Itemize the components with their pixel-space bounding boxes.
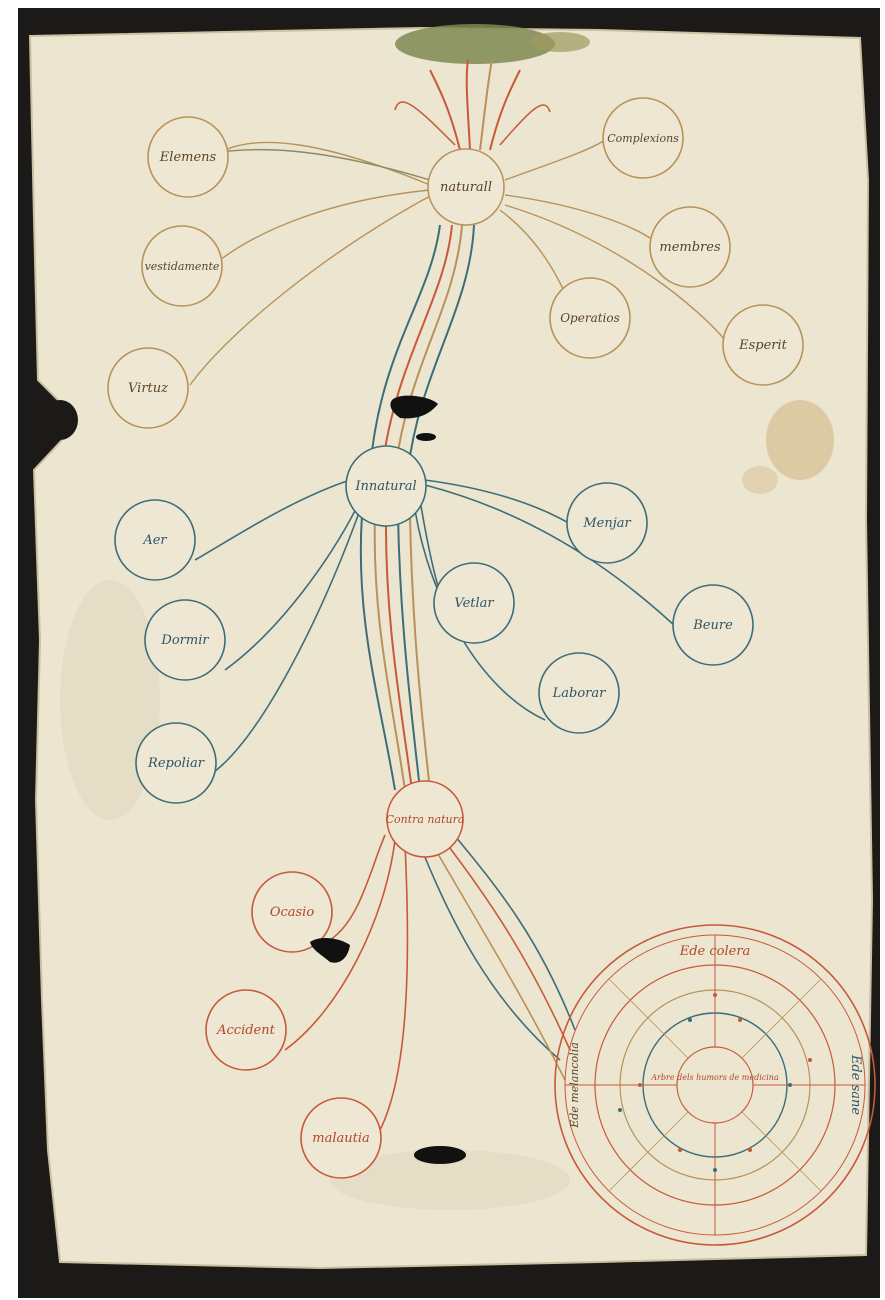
label-repoliar: Repoliar bbox=[147, 756, 205, 771]
label-esperit: Esperit bbox=[738, 338, 788, 353]
label-laborar: Laborar bbox=[552, 686, 606, 701]
label-virtuz: Virtuz bbox=[128, 381, 168, 396]
label-accident: Accident bbox=[216, 1023, 275, 1038]
wheel-top-label: Ede colera bbox=[679, 944, 751, 959]
label-ocasio: Ocasio bbox=[270, 905, 315, 920]
label-malautia: malautia bbox=[312, 1131, 370, 1146]
wheel-left-label: Ede melancolia bbox=[568, 1042, 581, 1129]
label-aer: Aer bbox=[142, 533, 167, 548]
label-vetlar: Vetlar bbox=[454, 596, 494, 611]
stain bbox=[742, 466, 778, 494]
label-complexions: Complexions bbox=[607, 132, 679, 145]
label-menjar: Menjar bbox=[582, 516, 631, 531]
label-contra-natura: Contra natura bbox=[386, 813, 465, 826]
label-dormir: Dormir bbox=[160, 633, 209, 648]
label-beure: Beure bbox=[692, 618, 733, 633]
wheel-center-text: Arbre dels humors de medicina bbox=[650, 1073, 779, 1082]
stain bbox=[766, 400, 834, 480]
wheel-right-label: Ede sane bbox=[848, 1054, 863, 1115]
label-operatios: Operatios bbox=[560, 311, 620, 325]
label-elemens: Elemens bbox=[159, 150, 217, 165]
label-vestidamente: vestidamente bbox=[145, 260, 220, 273]
label-membres: membres bbox=[659, 240, 721, 255]
label-innatural: Innatural bbox=[354, 479, 416, 494]
label-naturall: naturall bbox=[440, 180, 492, 195]
